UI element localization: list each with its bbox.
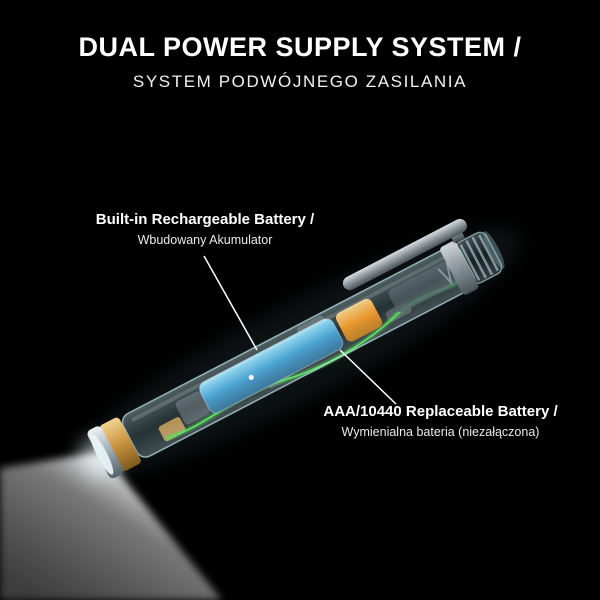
callout-rechargeable-title: Built-in Rechargeable Battery / [95, 211, 315, 228]
pocket-clip [342, 218, 467, 291]
page-title: DUAL POWER SUPPLY SYSTEM / [78, 32, 522, 62]
callout-line-rechargeable [203, 255, 258, 351]
callout-replaceable-battery: AAA/10440 Replaceable Battery / Wymienia… [318, 402, 563, 439]
callout-line-replaceable [339, 349, 397, 405]
lens [90, 433, 114, 475]
page-subtitle: SYSTEM PODWÓJNEGO ZASILANIA [132, 72, 468, 91]
title-block: DUAL POWER SUPPLY SYSTEM / SYSTEM PODWÓJ… [0, 32, 600, 92]
tube-highlight [131, 253, 452, 422]
callout-rechargeable-battery: Built-in Rechargeable Battery / Wbudowan… [95, 210, 315, 247]
flashlight-illustration [67, 218, 523, 479]
clip-band [440, 241, 479, 295]
callout-replaceable-title: AAA/10440 Replaceable Battery / [323, 403, 558, 420]
light-beam [0, 452, 222, 600]
gold-ring [100, 417, 141, 472]
tailcap-ribs [459, 234, 499, 281]
callout-replaceable-subtitle: Wymienialna bateria (niezałączona) [341, 425, 540, 440]
tailcap-end [483, 231, 505, 269]
callout-rechargeable-subtitle: Wbudowany Akumulator [137, 233, 273, 248]
